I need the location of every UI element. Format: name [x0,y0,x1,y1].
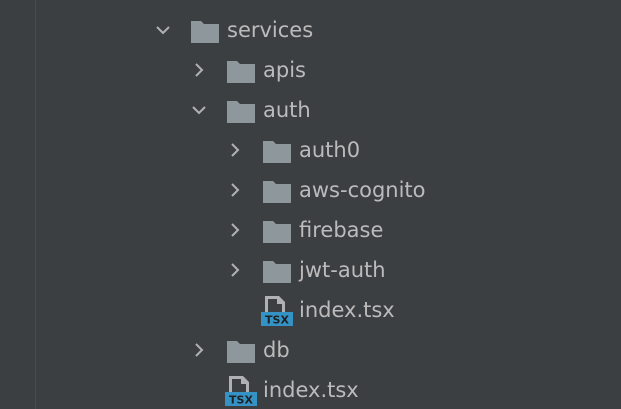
folder-icon [263,139,291,163]
tree-indent-guide [35,0,36,409]
tree-node-services-index-tsx[interactable]: TSX index.tsx [0,370,621,409]
chevron-right-icon[interactable] [227,262,243,278]
tree-node-auth[interactable]: auth [0,90,621,130]
tree-node-label: auth0 [299,138,361,162]
tsx-file-icon: TSX [261,296,293,326]
folder-icon [263,179,291,203]
folder-icon [227,339,255,363]
tree-node-auth0[interactable]: auth0 [0,130,621,170]
tree-node-label: db [263,338,290,362]
chevron-right-icon[interactable] [227,142,243,158]
tsx-file-icon: TSX [225,376,257,406]
tree-node-label: index.tsx [263,378,359,402]
tree-node-apis[interactable]: apis [0,50,621,90]
tree-node-firebase[interactable]: firebase [0,210,621,250]
chevron-down-icon[interactable] [155,22,171,38]
tree-node-services[interactable]: services [0,10,621,50]
chevron-right-icon[interactable] [227,182,243,198]
tree-node-label: index.tsx [299,298,395,322]
folder-icon [263,219,291,243]
tsx-badge-label: TSX [229,394,253,407]
folder-icon [191,19,219,43]
folder-icon [227,59,255,83]
chevron-right-icon[interactable] [227,222,243,238]
folder-icon [227,99,255,123]
tree-node-jwt-auth[interactable]: jwt-auth [0,250,621,290]
tree-node-label: services [227,18,314,42]
folder-icon [263,259,291,283]
tree-node-aws-cognito[interactable]: aws-cognito [0,170,621,210]
tree-node-auth-index-tsx[interactable]: TSX index.tsx [0,290,621,330]
tsx-badge-label: TSX [265,314,289,327]
tree-node-db[interactable]: db [0,330,621,370]
tree-node-label: aws-cognito [299,178,426,202]
chevron-down-icon[interactable] [191,102,207,118]
tree-node-label: jwt-auth [299,258,386,282]
chevron-right-icon[interactable] [191,62,207,78]
tree-node-label: firebase [299,218,384,242]
tree-node-label: auth [263,98,311,122]
tree-node-label: apis [263,58,306,82]
chevron-right-icon[interactable] [191,342,207,358]
